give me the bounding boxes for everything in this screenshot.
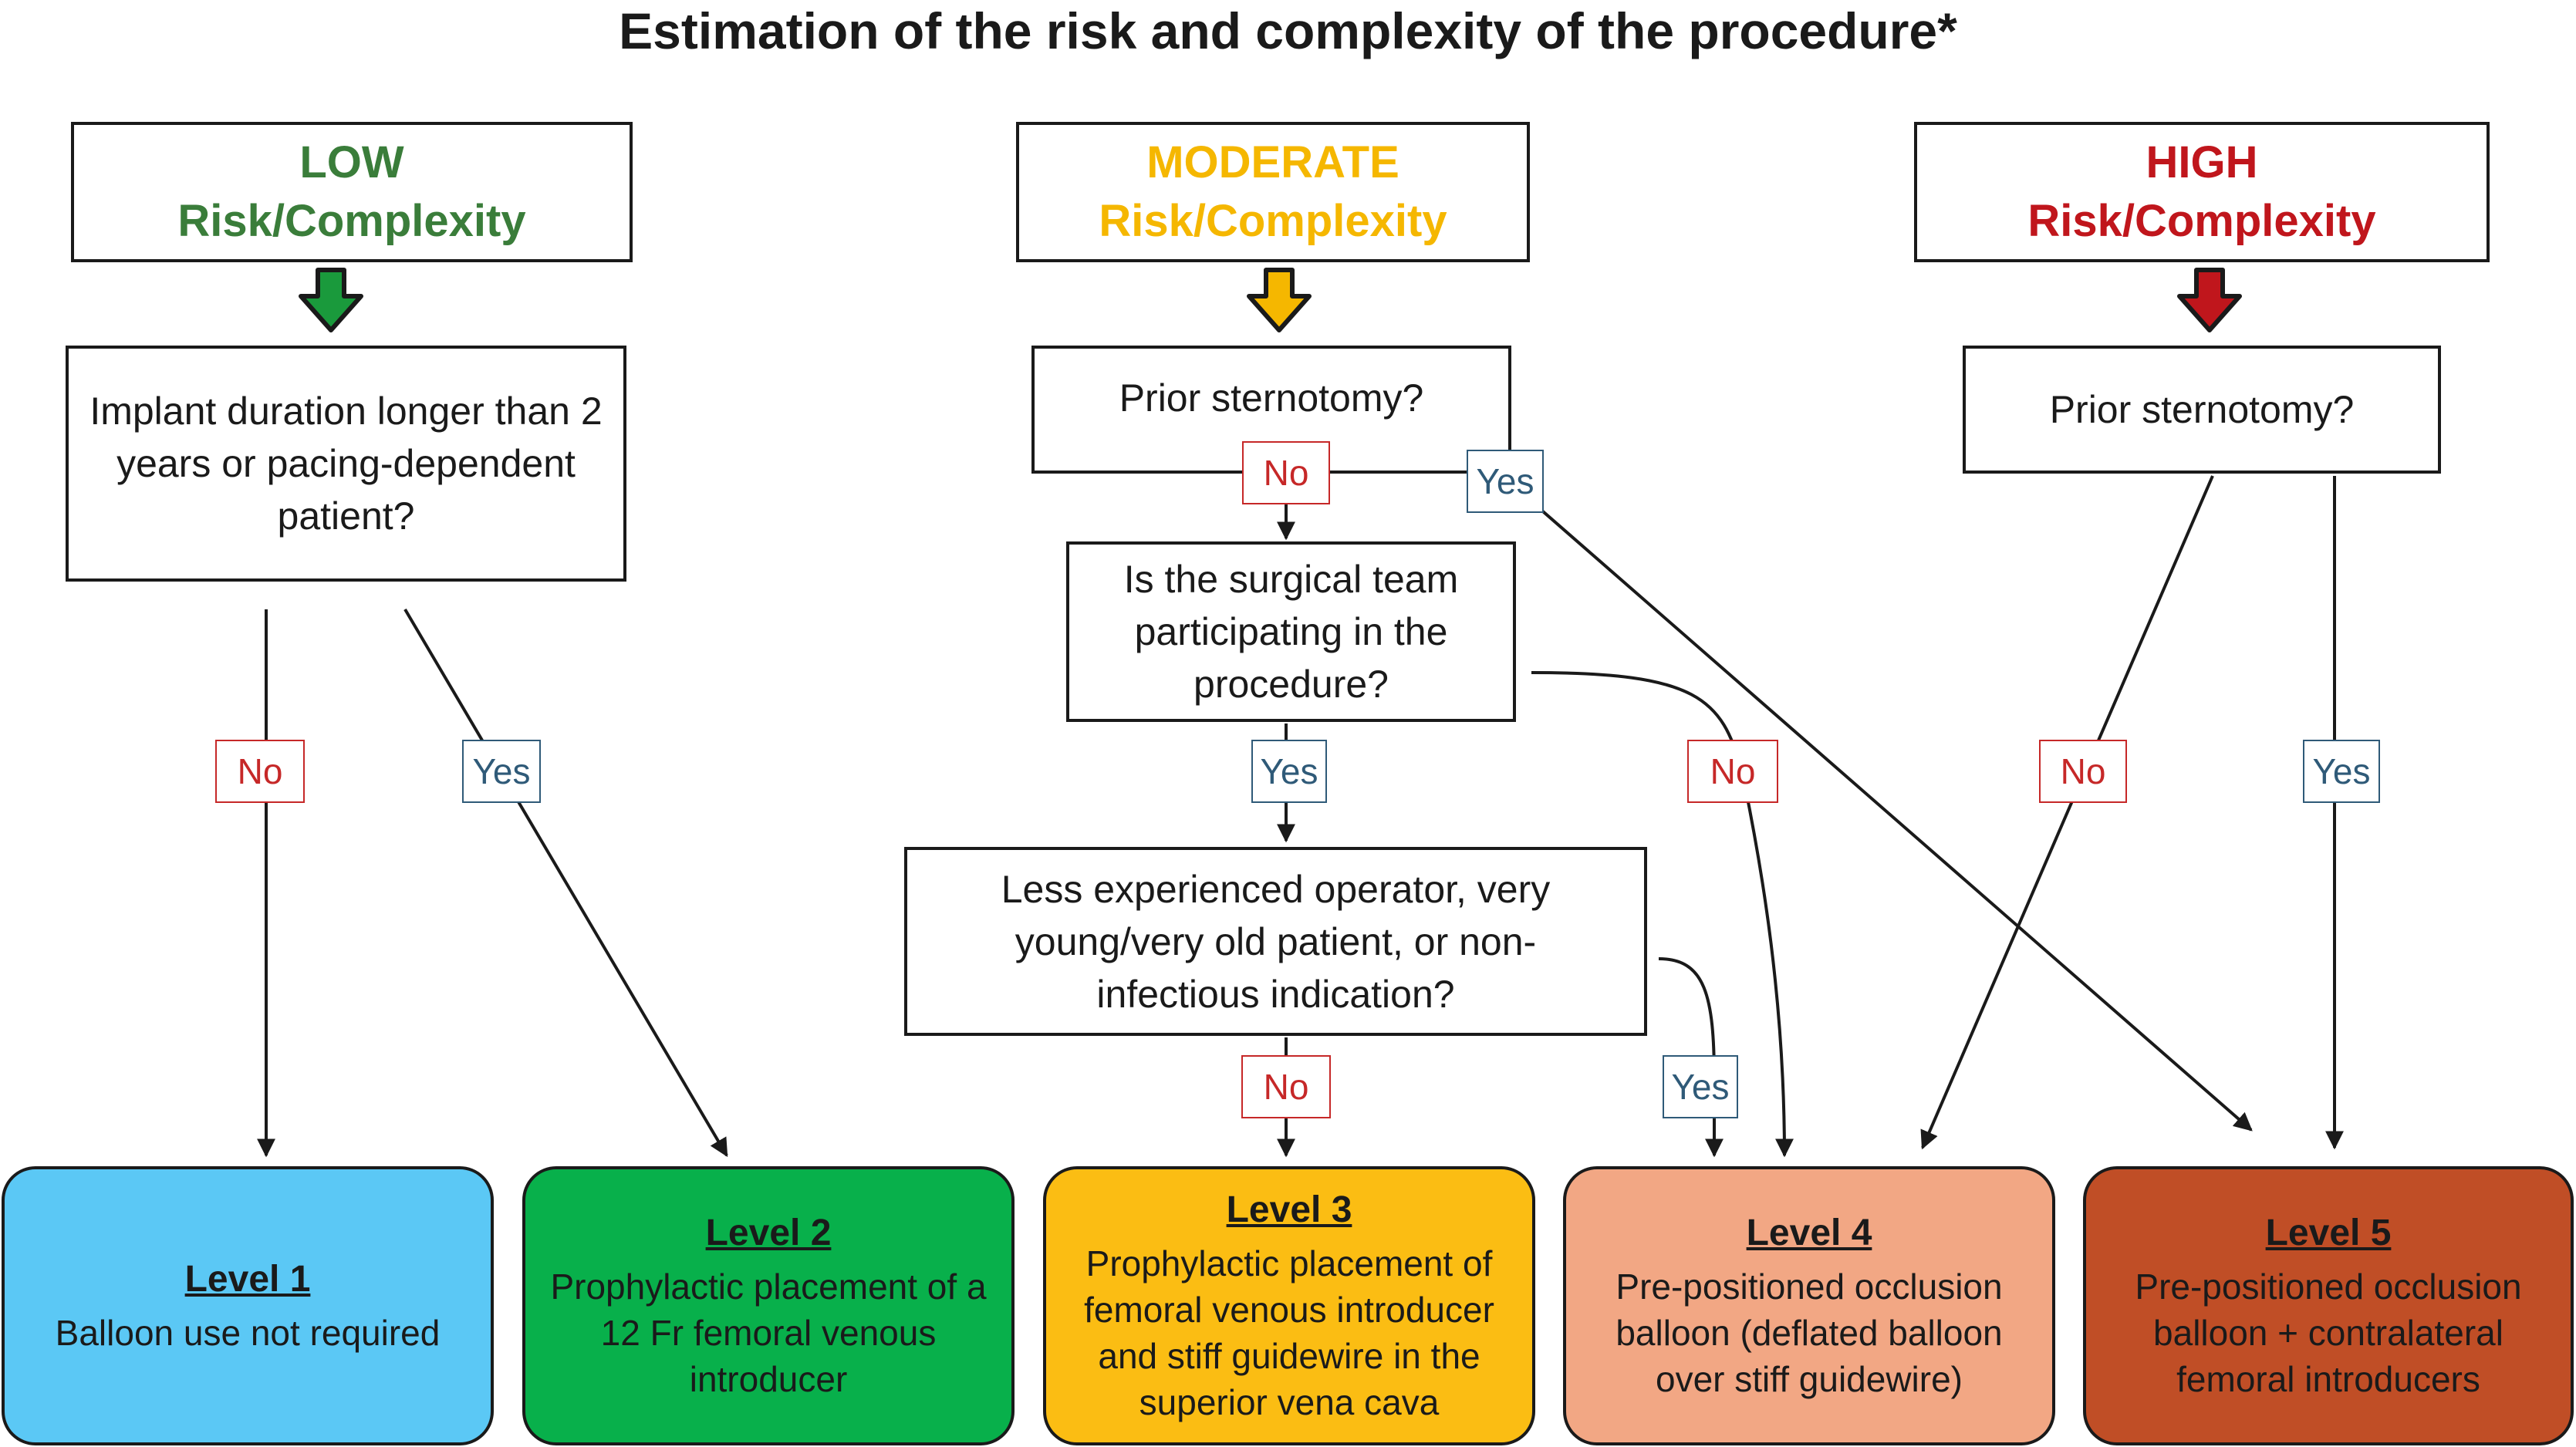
high-no-connector	[1920, 475, 2214, 1150]
high-sternotomy-question: Prior sternotomy?	[1963, 346, 2441, 474]
level-1-text: Balloon use not required	[55, 1313, 441, 1353]
level-3-title: Level 3	[1226, 1189, 1352, 1230]
level-2-box: Level 2 Prophylactic placement of a 12 F…	[522, 1166, 1015, 1445]
high-yes-label: Yes	[2303, 740, 2380, 803]
sternotomy-yes-connector	[1457, 436, 2253, 1132]
high-block-arrow	[2177, 268, 2242, 332]
level-3-text: Prophylactic placement of femoral venous…	[1084, 1243, 1494, 1422]
level-5-box: Level 5 Pre-positioned occlusion balloon…	[2083, 1166, 2574, 1445]
less-experienced-no-label: No	[1241, 1055, 1331, 1118]
high-risk-level: HIGH	[2146, 137, 2258, 187]
surgical-no-label: No	[1687, 740, 1778, 803]
level-4-box: Level 4 Pre-positioned occlusion balloon…	[1563, 1166, 2055, 1445]
low-block-arrow	[299, 268, 363, 332]
implant-duration-question: Implant duration longer than 2 years or …	[66, 346, 626, 582]
moderate-block-arrow	[1247, 268, 1312, 332]
surgical-yes-label: Yes	[1251, 740, 1327, 803]
less-experienced-question: Less experienced operator, very young/ve…	[904, 847, 1647, 1036]
sternotomy-no-label: No	[1242, 441, 1330, 504]
level-2-title: Level 2	[705, 1213, 832, 1253]
low-yes-connector	[403, 608, 728, 1158]
level-1-title: Level 1	[184, 1259, 311, 1300]
level-1-box: Level 1 Balloon use not required	[2, 1166, 494, 1445]
level-5-text: Pre-positioned occlusion balloon + contr…	[2135, 1267, 2522, 1399]
low-yes-label: Yes	[462, 740, 541, 803]
low-risk-subtitle: Risk/Complexity	[177, 196, 526, 246]
less-experienced-yes-label: Yes	[1663, 1055, 1738, 1118]
sternotomy-yes-label: Yes	[1467, 450, 1544, 513]
low-risk-header: LOW Risk/Complexity	[71, 122, 633, 262]
level-5-title: Level 5	[2265, 1213, 2392, 1253]
high-risk-subtitle: Risk/Complexity	[2027, 196, 2376, 246]
low-no-label: No	[215, 740, 305, 803]
high-no-label: No	[2039, 740, 2127, 803]
high-risk-header: HIGH Risk/Complexity	[1914, 122, 2490, 262]
moderate-risk-header: MODERATE Risk/Complexity	[1016, 122, 1530, 262]
level-2-text: Prophylactic placement of a 12 Fr femora…	[550, 1267, 987, 1399]
low-risk-level: LOW	[299, 137, 404, 187]
level-4-text: Pre-positioned occlusion balloon (deflat…	[1615, 1267, 2003, 1399]
level-3-box: Level 3 Prophylactic placement of femora…	[1043, 1166, 1535, 1445]
page-title: Estimation of the risk and complexity of…	[619, 2, 1957, 59]
surgical-team-question: Is the surgical team participating in th…	[1066, 541, 1516, 722]
level-4-title: Level 4	[1746, 1213, 1872, 1253]
moderate-risk-subtitle: Risk/Complexity	[1099, 196, 1447, 246]
moderate-risk-level: MODERATE	[1146, 137, 1399, 187]
